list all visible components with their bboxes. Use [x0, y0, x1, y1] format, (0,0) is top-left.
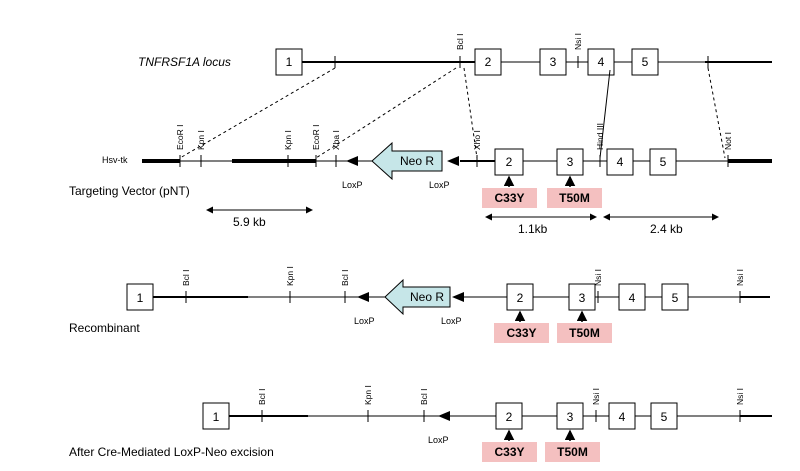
enzyme-label: Hind III — [595, 123, 605, 150]
excision-exon-4 — [608, 402, 636, 430]
mutation-t50m: T50M — [547, 188, 602, 208]
vector-loxp-left — [346, 156, 358, 166]
enzyme-label: Kpn I — [283, 130, 293, 150]
vector-neo-cassette — [371, 141, 443, 181]
size-scales — [206, 206, 719, 221]
mutation-c33y: C33Y — [494, 323, 549, 343]
vector-exon-3 — [556, 148, 584, 176]
exon-label: 1 — [286, 55, 293, 69]
excision-exon-3 — [556, 402, 584, 430]
enzyme-label: Xba I — [331, 130, 341, 150]
recombinant-label: Recombinant — [69, 321, 140, 335]
enzyme-label: Nsi I — [591, 388, 601, 405]
exon-label: 3 — [567, 410, 574, 424]
enzyme-label: Not I — [723, 132, 733, 150]
recomb-neo-cassette — [384, 278, 451, 316]
exon-label: 4 — [598, 55, 605, 69]
exon-label: 4 — [617, 155, 624, 169]
vector-exon-2 — [494, 148, 524, 176]
enzyme-label: Kpn I — [285, 266, 295, 286]
recomb-exon-5 — [661, 283, 689, 311]
enzyme-label: Xho I — [472, 130, 482, 150]
exon-label: 2 — [506, 410, 513, 424]
enzyme-label: Bcl I — [340, 269, 350, 286]
loxp-label: LoxP — [429, 180, 450, 190]
enzyme-label: Nsi I — [593, 269, 603, 286]
enzyme-label: Kpn I — [196, 130, 206, 150]
locus-exon-2 — [474, 48, 502, 76]
enzyme-label: Nsi I — [735, 388, 745, 405]
excision-label: After Cre-Mediated LoxP-Neo excision — [69, 445, 274, 459]
enzyme-label: Bcl I — [181, 269, 191, 286]
vector-loxp-right — [447, 156, 459, 166]
excision-exon-5 — [650, 402, 678, 430]
vector-exon-5 — [649, 148, 677, 176]
exon-label: 2 — [485, 55, 492, 69]
locus-exon-3 — [539, 48, 567, 76]
exon-label: 4 — [619, 410, 626, 424]
vector-row — [142, 141, 772, 187]
vector-exon-4 — [606, 148, 634, 176]
neo-label: Neo R — [410, 290, 444, 304]
exon-label: 5 — [661, 410, 668, 424]
exon-label: 3 — [567, 155, 574, 169]
recomb-loxp-right — [452, 292, 464, 302]
enzyme-label: EcoR I — [311, 124, 321, 150]
excision-row — [202, 402, 772, 441]
homology-lines — [179, 67, 726, 159]
recomb-exon-4 — [618, 283, 646, 311]
exon-label: 3 — [579, 291, 586, 305]
size-label-mid: 1.1kb — [518, 222, 548, 236]
enzyme-label: EcoR I — [175, 124, 185, 150]
loxp-label: LoxP — [354, 316, 375, 326]
exon-label: 4 — [629, 291, 636, 305]
enzyme-label: Bcl I — [419, 388, 429, 405]
size-label-left: 5.9 kb — [233, 215, 266, 229]
recomb-exon-3 — [568, 283, 596, 311]
enzyme-label: Nsi I — [735, 269, 745, 286]
locus-exon-1 — [275, 48, 303, 76]
vector-label: Targeting Vector (pNT) — [69, 184, 190, 198]
recomb-exon-1 — [126, 283, 154, 311]
loxp-label: LoxP — [342, 180, 363, 190]
recomb-exon-2 — [506, 283, 534, 311]
neo-label: Neo R — [400, 154, 434, 168]
loxp-label: LoxP — [441, 316, 462, 326]
size-label-right: 2.4 kb — [650, 222, 683, 236]
enzyme-label: Kpn I — [363, 385, 373, 405]
exon-label: 3 — [550, 55, 557, 69]
excision-loxp — [438, 411, 450, 421]
excision-exon-1 — [202, 402, 230, 430]
recomb-loxp-left — [357, 292, 369, 302]
loxp-label: LoxP — [428, 435, 449, 445]
exon-label: 1 — [213, 410, 220, 424]
hsv-tk-label: Hsv-tk — [102, 155, 128, 165]
exon-label: 2 — [506, 155, 513, 169]
exon-label: 5 — [672, 291, 679, 305]
recombinant-row — [126, 278, 770, 322]
mutation-t50m: T50M — [557, 323, 612, 343]
enzyme-label: Bcl I — [455, 33, 465, 50]
exon-label: 5 — [642, 55, 649, 69]
exon-label: 1 — [137, 291, 144, 305]
exon-label: 5 — [660, 155, 667, 169]
enzyme-label: Nsi I — [573, 33, 583, 50]
mutation-c33y: C33Y — [482, 188, 537, 208]
locus-label: TNFRSF1A locus — [138, 55, 231, 69]
excision-exon-2 — [495, 402, 523, 430]
mutation-c33y: C33Y — [482, 442, 537, 462]
mutation-t50m: T50M — [545, 442, 600, 462]
locus-row — [275, 48, 772, 76]
locus-exon-5 — [631, 48, 659, 76]
enzyme-label: Bcl I — [257, 388, 267, 405]
exon-label: 2 — [517, 291, 524, 305]
